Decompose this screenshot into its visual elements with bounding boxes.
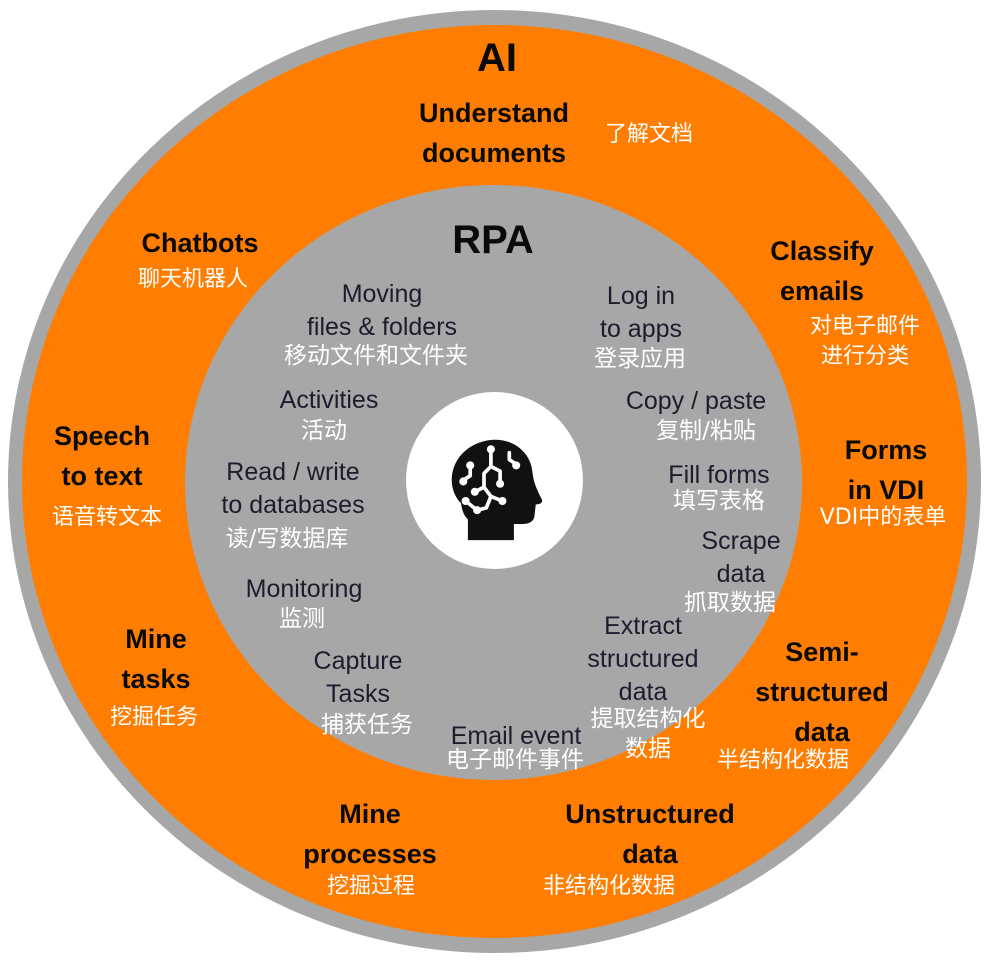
- ai-item-label: Mine: [125, 624, 187, 654]
- rpa-item-translation: 捕获任务: [321, 712, 413, 738]
- rpa-item-fill-forms: Fill forms: [668, 459, 769, 492]
- rpa-item-translation: 填写表格: [673, 488, 765, 514]
- rpa-item-label: files & folders: [306, 313, 458, 341]
- rpa-item-label: Moving: [341, 280, 423, 308]
- rpa-item-activities: Activities: [280, 384, 379, 417]
- rpa-item-email-event: Email event: [451, 720, 582, 753]
- rpa-item-label: data: [716, 560, 766, 588]
- rpa-item-translation: 监测: [279, 606, 325, 632]
- rpa-item-label: Activities: [279, 386, 379, 414]
- ai-item-chatbots: Chatbots: [142, 223, 259, 263]
- ai-item-label: Classify: [770, 236, 874, 266]
- ai-item-label: tasks: [121, 664, 191, 694]
- rpa-item-label: Email event: [450, 722, 582, 750]
- rpa-item-translation: 抓取数据: [684, 590, 776, 616]
- ai-item-label: documents: [421, 138, 567, 168]
- ai-item-speech-to-text: Speech to text: [54, 416, 150, 496]
- ai-item-label: Chatbots: [141, 228, 259, 258]
- rpa-item-label: Scrape: [701, 527, 781, 555]
- rpa-item-label: structured: [587, 645, 699, 673]
- ai-item-mine-tasks: Mine tasks: [121, 619, 190, 699]
- ai-item-label: emails: [779, 276, 865, 306]
- rpa-item-translation: 提取结构化 数据: [591, 704, 706, 764]
- rpa-item-translation: 复制/粘贴: [656, 418, 756, 444]
- ai-item-label: Speech: [53, 421, 151, 451]
- rpa-item-label: to apps: [599, 315, 683, 343]
- rpa-title: RPA: [452, 218, 534, 262]
- ai-item-translation: 挖掘过程: [326, 874, 416, 899]
- ai-item-label: Unstructured: [565, 799, 735, 829]
- ai-item-label: Understand: [418, 98, 570, 128]
- translation-line: 数据: [625, 736, 671, 762]
- rpa-item-read-write-databases: Read / write to databases: [221, 456, 364, 522]
- ai-item-understand-documents: Understand documents: [419, 93, 569, 173]
- ai-item-translation: 语音转文本: [51, 505, 163, 530]
- ai-item-label: Semi-: [785, 637, 859, 667]
- ai-item-semi-structured-data: Semi- structured data: [755, 632, 889, 752]
- rpa-item-moving-files: Moving files & folders: [307, 278, 457, 344]
- rpa-item-label: to databases: [221, 491, 365, 519]
- ai-item-unstructured-data: Unstructured data: [565, 794, 735, 874]
- rpa-item-label: Tasks: [326, 680, 390, 708]
- rpa-item-translation: 电子邮件事件: [446, 747, 584, 773]
- rpa-item-translation: 移动文件和文件夹: [284, 343, 468, 369]
- brain-circuit-icon: [451, 439, 543, 541]
- translation-line: 对电子邮件: [809, 314, 921, 339]
- rpa-item-label: Extract: [604, 612, 682, 640]
- ai-item-translation: 对电子邮件 进行分类: [810, 312, 920, 372]
- ai-item-mine-processes: Mine processes: [303, 794, 437, 874]
- ai-item-label: data: [794, 717, 850, 747]
- rpa-item-capture-tasks: Capture Tasks: [314, 645, 403, 711]
- rpa-item-scrape-data: Scrape data: [701, 525, 780, 591]
- ai-item-translation: VDI中的表单: [819, 505, 947, 530]
- rpa-item-label: Fill forms: [668, 461, 770, 489]
- rpa-item-label: Monitoring: [245, 575, 363, 603]
- translation-line: 提取结构化: [590, 706, 706, 732]
- ai-item-label: to text: [61, 461, 143, 491]
- ai-item-label: data: [622, 839, 678, 869]
- ai-title: AI: [477, 36, 517, 80]
- rpa-item-label: Log in: [606, 282, 676, 310]
- ai-item-translation: 聊天机器人: [137, 267, 249, 292]
- ai-item-translation: 非结构化数据: [542, 874, 676, 899]
- ai-item-label: processes: [303, 839, 437, 869]
- rpa-item-monitoring: Monitoring: [246, 573, 363, 606]
- rpa-item-label: Copy / paste: [625, 387, 767, 415]
- ai-item-label: structured: [755, 677, 889, 707]
- rpa-item-log-in: Log in to apps: [600, 280, 682, 346]
- ai-item-translation: 挖掘任务: [109, 705, 199, 730]
- ai-item-translation: 半结构化数据: [716, 748, 850, 773]
- ai-item-label: Mine: [339, 799, 401, 829]
- ai-item-forms-in-vdi: Forms in VDI: [845, 430, 928, 510]
- rpa-item-extract-structured-data: Extract structured data: [587, 610, 698, 709]
- rpa-item-label: data: [618, 678, 668, 706]
- rpa-item-label: Capture: [313, 647, 403, 675]
- ai-item-classify-emails: Classify emails: [770, 231, 874, 311]
- ai-item-translation: 了解文档: [604, 122, 694, 147]
- rpa-item-translation: 活动: [301, 418, 347, 444]
- ai-item-label: Forms: [844, 435, 928, 465]
- translation-line: 进行分类: [820, 344, 910, 369]
- rpa-item-translation: 登录应用: [594, 346, 686, 372]
- rpa-item-translation: 读/写数据库: [225, 526, 349, 552]
- rpa-item-label: Read / write: [226, 458, 360, 486]
- rpa-item-copy-paste: Copy / paste: [626, 385, 766, 418]
- ai-item-label: in VDI: [847, 475, 925, 505]
